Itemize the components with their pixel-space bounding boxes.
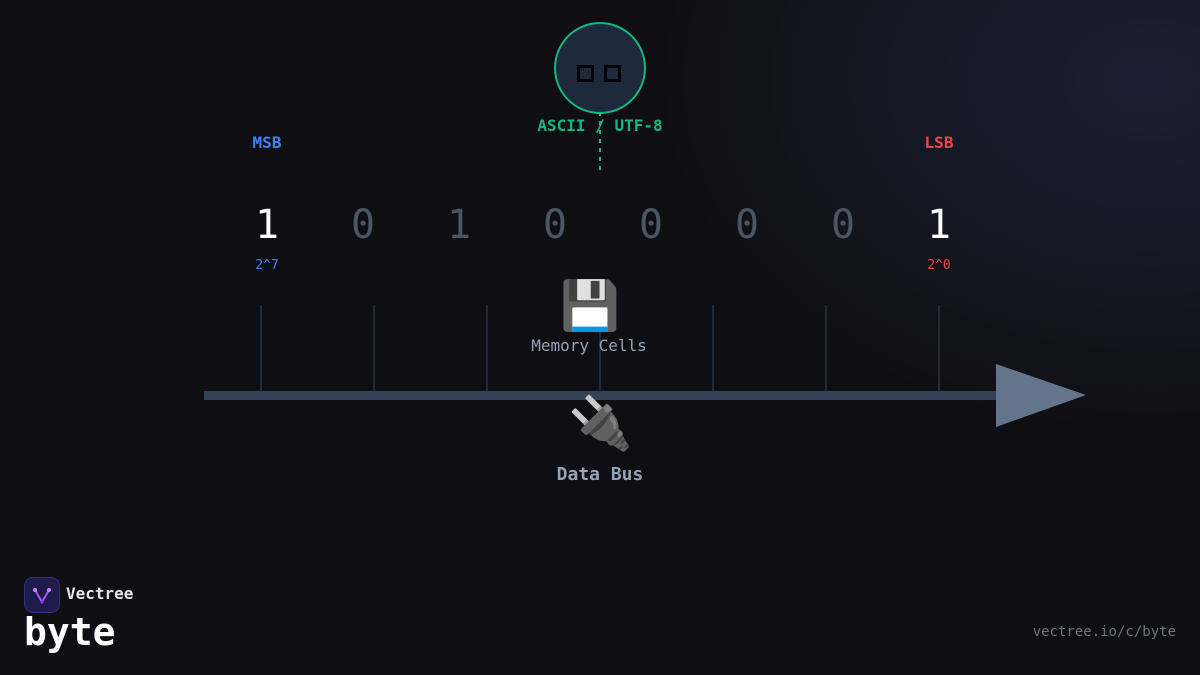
memory-cells-label: Memory Cells	[531, 336, 647, 355]
encoding-label: ASCII / UTF-8	[537, 116, 663, 135]
bit-digit: 0	[542, 202, 568, 248]
bit-digit: 0	[350, 202, 376, 248]
bit-digit: 1	[254, 202, 280, 248]
data-bus-arrowhead	[996, 364, 1086, 427]
character-eye-icon	[604, 65, 621, 82]
source-url: vectree.io/c/byte	[1032, 624, 1176, 640]
bit-digit: 1	[446, 202, 472, 248]
bit-digit: 0	[734, 202, 760, 248]
data-bus-bar	[204, 391, 1000, 400]
bit-digit: 0	[830, 202, 856, 248]
topic-title: byte	[24, 610, 116, 654]
lsb-weight-label: 2^0	[927, 258, 951, 273]
electric-plug-icon: 🔌	[568, 394, 633, 454]
floppy-disk-icon: 💾	[560, 278, 620, 334]
lsb-label: LSB	[924, 133, 954, 152]
bit-digit: 1	[926, 202, 952, 248]
character-node	[554, 22, 646, 114]
data-bus-label: Data Bus	[556, 464, 644, 485]
brand-name: Vectree	[66, 584, 134, 603]
vectree-logo-icon	[24, 577, 60, 613]
msb-weight-label: 2^7	[255, 258, 279, 273]
character-eye-icon	[577, 65, 594, 82]
bit-digit: 0	[638, 202, 664, 248]
msb-label: MSB	[252, 133, 282, 152]
